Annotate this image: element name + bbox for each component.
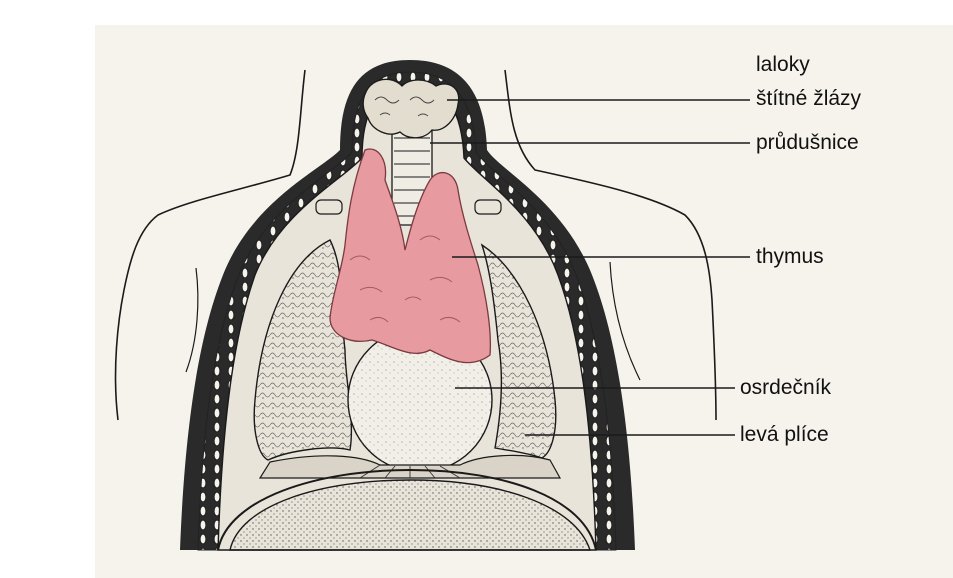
label-thyroid-lobes-line1: laloky (756, 52, 810, 78)
label-trachea: průdušnice (756, 130, 859, 156)
label-thymus: thymus (756, 244, 824, 270)
label-left-lung: levá plíce (740, 422, 829, 448)
label-pericardium: osrdečník (740, 375, 831, 401)
label-thyroid-lobes-line2: štítné žlázy (756, 86, 861, 112)
